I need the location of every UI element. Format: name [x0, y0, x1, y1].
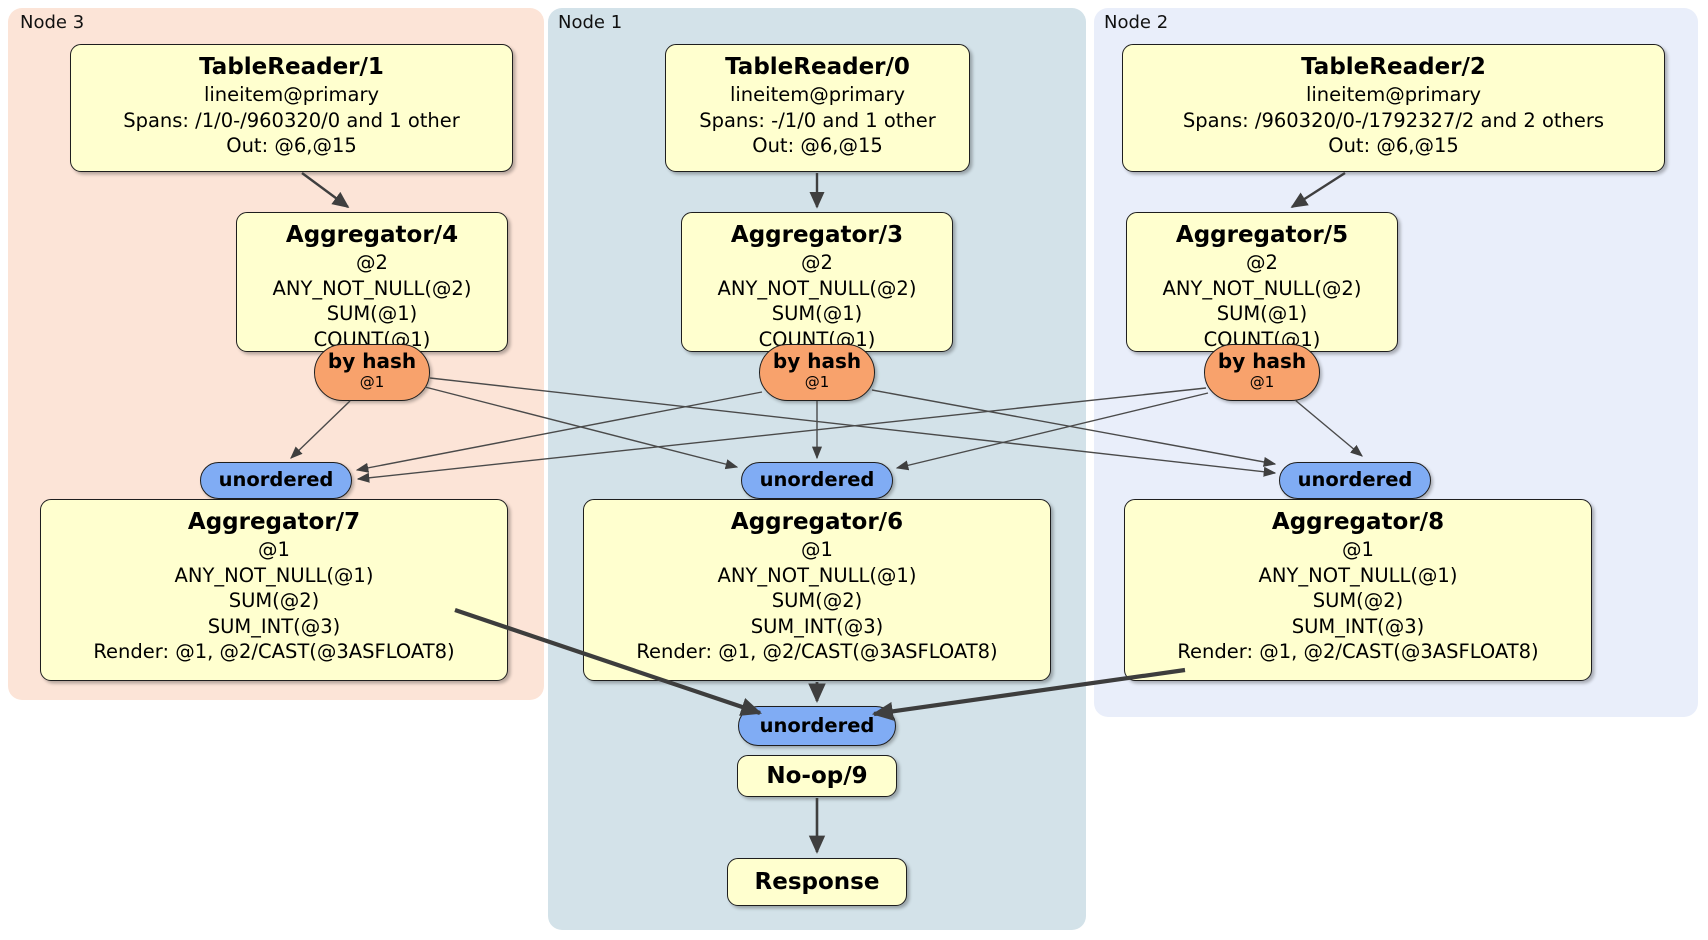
node-detail: Render: @1, @2/CAST(@3ASFLOAT8)	[93, 640, 455, 663]
node-detail: ANY_NOT_NULL(@2)	[1162, 276, 1362, 300]
node-aggregator-5: Aggregator/5 @2 ANY_NOT_NULL(@2) SUM(@1)…	[1126, 212, 1398, 352]
node-detail: Out: @6,@15	[1328, 134, 1459, 157]
node-detail: SUM(@1)	[1216, 302, 1308, 325]
node-detail: @1	[801, 538, 833, 561]
node-detail: SUM(@2)	[1312, 589, 1404, 612]
node-aggregator-3: Aggregator/3 @2 ANY_NOT_NULL(@2) SUM(@1)…	[681, 212, 953, 352]
node-detail: Out: @6,@15	[752, 134, 883, 157]
region-node3-label: Node 3	[20, 12, 85, 33]
node-response: Response	[727, 858, 907, 906]
router-by-hash-4: by hash @1	[314, 344, 430, 401]
stream-unordered-node1: unordered	[741, 462, 893, 499]
node-detail: Spans: /1/0-/960320/0 and 1 other	[123, 108, 460, 132]
router-by-hash-5: by hash @1	[1204, 344, 1320, 401]
stream-label: unordered	[759, 714, 875, 737]
node-aggregator-6: Aggregator/6 @1 ANY_NOT_NULL(@1) SUM(@2)…	[583, 499, 1051, 681]
node-aggregator-8: Aggregator/8 @1 ANY_NOT_NULL(@1) SUM(@2)…	[1124, 499, 1592, 681]
router-key: @1	[359, 373, 385, 391]
node-title: Aggregator/8	[1271, 509, 1445, 535]
node-detail: ANY_NOT_NULL(@2)	[272, 276, 472, 300]
node-detail: @2	[801, 251, 833, 274]
node-title: Response	[754, 869, 880, 895]
node-tablereader-1: TableReader/1 lineitem@primary Spans: /1…	[70, 44, 513, 172]
node-detail: SUM_INT(@3)	[750, 614, 884, 638]
node-detail: SUM_INT(@3)	[1291, 614, 1425, 638]
node-detail: Render: @1, @2/CAST(@3ASFLOAT8)	[636, 640, 998, 663]
stream-unordered-node2: unordered	[1279, 462, 1431, 499]
node-title: TableReader/0	[725, 54, 910, 80]
region-node2-label: Node 2	[1104, 12, 1169, 33]
router-key: @1	[804, 373, 830, 391]
node-detail: @1	[1342, 538, 1374, 561]
stream-label: unordered	[1297, 468, 1413, 491]
node-detail: @2	[356, 251, 388, 274]
node-title: No-op/9	[766, 763, 868, 789]
node-tablereader-0: TableReader/0 lineitem@primary Spans: -/…	[665, 44, 970, 172]
stream-unordered-node3: unordered	[200, 462, 352, 499]
node-detail: SUM_INT(@3)	[207, 614, 341, 638]
node-detail: Spans: /960320/0-/1792327/2 and 2 others	[1182, 108, 1605, 132]
node-detail: SUM(@2)	[228, 589, 320, 612]
node-detail: SUM(@1)	[326, 302, 418, 325]
node-detail: ANY_NOT_NULL(@1)	[174, 563, 374, 587]
node-detail: ANY_NOT_NULL(@2)	[717, 276, 917, 300]
node-detail: SUM(@2)	[771, 589, 863, 612]
node-aggregator-4: Aggregator/4 @2 ANY_NOT_NULL(@2) SUM(@1)…	[236, 212, 508, 352]
node-aggregator-7: Aggregator/7 @1 ANY_NOT_NULL(@1) SUM(@2)…	[40, 499, 508, 681]
node-detail: @1	[258, 538, 290, 561]
router-by-hash-3: by hash @1	[759, 344, 875, 401]
node-noop-9: No-op/9	[737, 755, 897, 797]
region-node1-label: Node 1	[558, 12, 623, 33]
node-detail: lineitem@primary	[729, 83, 906, 106]
stream-unordered-final: unordered	[738, 706, 896, 746]
stream-label: unordered	[218, 468, 334, 491]
stream-label: unordered	[759, 468, 875, 491]
node-detail: SUM(@1)	[771, 302, 863, 325]
node-detail: Spans: -/1/0 and 1 other	[699, 108, 936, 132]
node-detail: lineitem@primary	[203, 83, 380, 106]
node-detail: Render: @1, @2/CAST(@3ASFLOAT8)	[1177, 640, 1539, 663]
router-label: by hash	[772, 349, 862, 373]
router-label: by hash	[1217, 349, 1307, 373]
router-label: by hash	[327, 349, 417, 373]
node-title: TableReader/2	[1301, 54, 1486, 80]
node-detail: ANY_NOT_NULL(@1)	[1258, 563, 1458, 587]
node-tablereader-2: TableReader/2 lineitem@primary Spans: /9…	[1122, 44, 1665, 172]
node-title: Aggregator/4	[285, 222, 459, 248]
node-detail: @2	[1246, 251, 1278, 274]
node-detail: lineitem@primary	[1305, 83, 1482, 106]
node-title: Aggregator/7	[187, 509, 361, 535]
node-title: TableReader/1	[199, 54, 384, 80]
node-detail: Out: @6,@15	[226, 134, 357, 157]
node-title: Aggregator/5	[1175, 222, 1349, 248]
node-title: Aggregator/6	[730, 509, 904, 535]
node-detail: ANY_NOT_NULL(@1)	[717, 563, 917, 587]
node-title: Aggregator/3	[730, 222, 904, 248]
router-key: @1	[1249, 373, 1275, 391]
